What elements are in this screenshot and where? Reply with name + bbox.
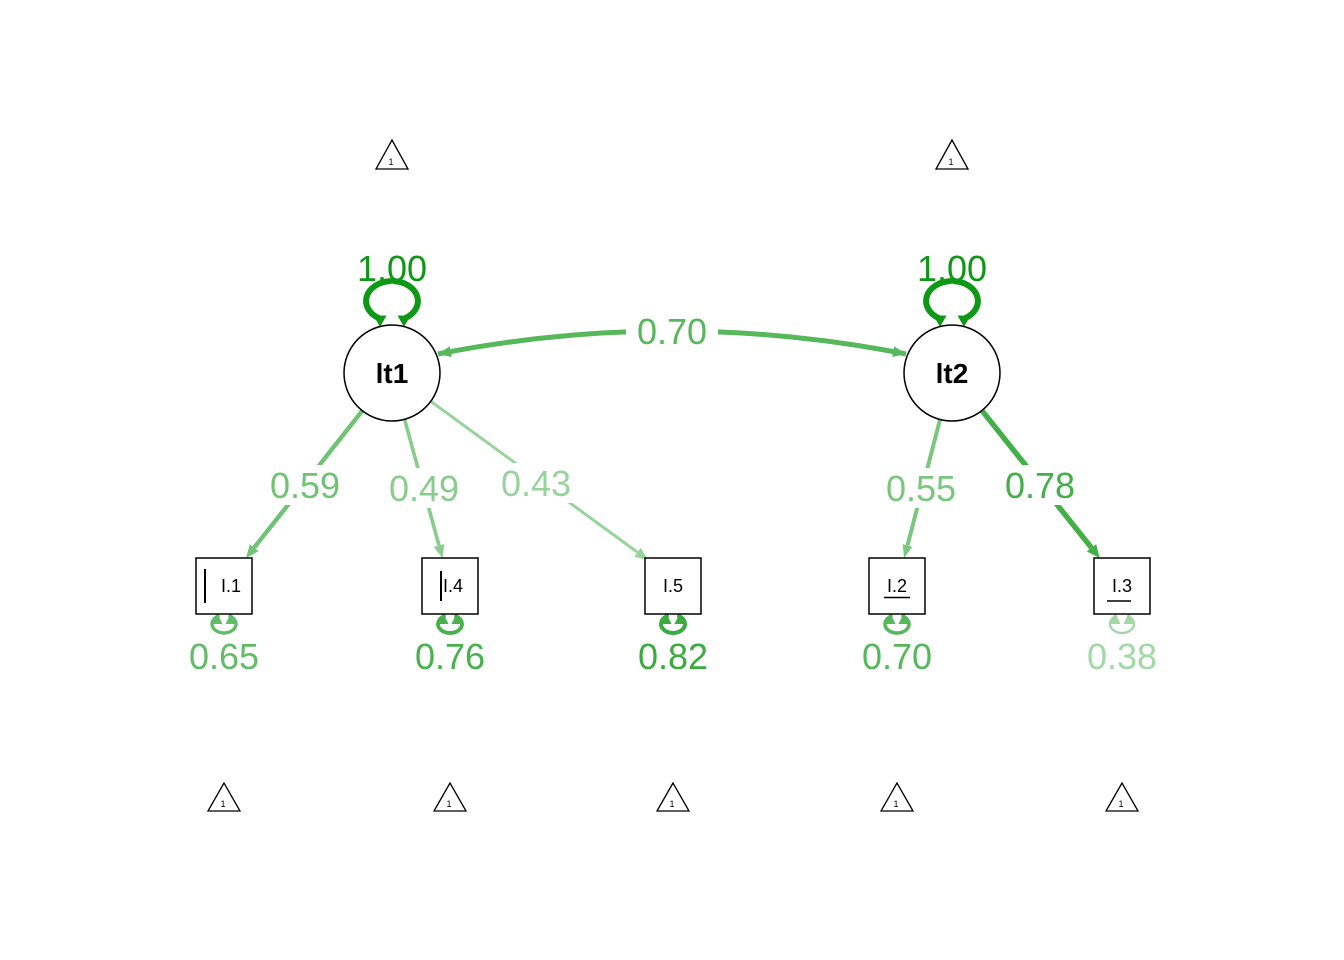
variance-label-lt1: 1.00 (357, 248, 427, 289)
intercept-triangle-I3 (1104, 781, 1140, 812)
latent-label-lt1: lt1 (376, 358, 409, 389)
loading-label-lt1-I1: 0.59 (270, 465, 340, 506)
variance-label-lt2: 1.00 (917, 248, 987, 289)
intercept-triangle-I4 (432, 781, 468, 812)
variance-loop-lt1-right (391, 278, 421, 322)
loading-arrowhead-lt1-I1 (246, 544, 259, 558)
loading-label-bg-lt2-I3 (994, 465, 1086, 505)
intercept-one-lt1: 1 (388, 157, 393, 167)
residual-label-I2: 0.70 (862, 636, 932, 677)
residual-arrowhead-I3-right (1123, 613, 1135, 624)
manifest-node-I2 (868, 557, 926, 615)
covariance-arrowhead-right (892, 346, 906, 357)
intercept-triangle-lt2 (934, 138, 970, 170)
loading-label-lt1-I5: 0.43 (501, 463, 571, 504)
intercept-one-I3: 1 (1118, 799, 1123, 809)
loading-label-bg-lt1-I5 (490, 463, 582, 503)
manifest-node-I3 (1093, 557, 1151, 615)
manifest-label-I2: I.2 (887, 576, 907, 596)
loading-arrowhead-lt1-I4 (433, 544, 445, 558)
latent-label-lt2: lt2 (936, 358, 969, 389)
residual-loop-I4 (436, 614, 464, 635)
loading-label-lt2-I2: 0.55 (886, 468, 956, 509)
residual-label-I4: 0.76 (415, 636, 485, 677)
loading-label-bg-lt1-I1 (259, 465, 351, 505)
variance-arrowhead-lt2-left (933, 315, 947, 327)
intercept-triangle-I1 (206, 781, 242, 812)
residual-loop-I2 (883, 614, 911, 635)
variance-arrowhead-lt2-right (957, 315, 971, 327)
loading-label-bg-lt2-I2 (875, 468, 967, 508)
variance-arrowhead-lt1-right (397, 315, 411, 327)
manifest-label-I5: I.5 (663, 576, 683, 596)
residual-arrowhead-I1-right (225, 613, 237, 624)
variance-arrowhead-lt1-left (373, 315, 387, 327)
residual-loop-I5 (659, 614, 687, 635)
residual-arrowhead-I5-right (674, 613, 686, 624)
loading-arrowhead-lt2-I2 (902, 544, 913, 558)
residual-loop-I3 (1108, 615, 1136, 635)
manifest-node-I5 (644, 557, 702, 615)
residual-arrowhead-I2-left (884, 613, 896, 624)
residual-loop-I1 (210, 614, 238, 635)
intercept-one-I4: 1 (446, 799, 451, 809)
residual-label-I3: 0.38 (1087, 636, 1157, 677)
covariance-arrowhead-left (438, 346, 452, 357)
intercept-one-lt2: 1 (948, 157, 953, 167)
residual-arrowhead-I4-left (437, 613, 449, 624)
covariance-label: 0.70 (637, 311, 707, 352)
latent-node-lt2 (903, 324, 1001, 422)
residual-arrowhead-I5-left (660, 613, 672, 624)
intercept-triangle-I2 (879, 781, 915, 812)
residual-arrowhead-I3-left (1109, 613, 1121, 624)
latent-node-lt1 (343, 324, 441, 422)
residual-arrowhead-I2-right (898, 613, 910, 624)
intercept-one-I5: 1 (669, 799, 674, 809)
residual-arrowhead-I1-left (211, 613, 223, 624)
loading-arrowhead-lt2-I3 (1086, 544, 1100, 558)
loading-arrowhead-lt1-I5 (634, 547, 648, 560)
residual-arrowhead-I4-right (451, 613, 463, 624)
manifest-label-I1: I.1 (221, 576, 241, 596)
residual-label-I5: 0.82 (638, 636, 708, 677)
residual-label-I1: 0.65 (189, 636, 259, 677)
edge-labels: 0.70 1.00 1.00 0.59 0.49 0.43 0.55 0.78 … (189, 248, 1157, 677)
variance-loop-lt2-left (923, 278, 953, 322)
variance-loop-lt1-left (363, 278, 393, 322)
covariance-label-bg (626, 311, 718, 351)
intercept-triangle-lt1 (374, 138, 410, 170)
manifest-node-I4 (421, 557, 479, 615)
loading-label-lt1-I4: 0.49 (389, 468, 459, 509)
variance-loop-lt2-right (951, 278, 981, 322)
intercept-triangle-I5 (655, 781, 691, 812)
nodes: lt1 lt2 I.1 I.4 I.5 I.2 I.3 1 1 1 1 1 1 (195, 138, 1151, 812)
intercept-one-I1: 1 (220, 799, 225, 809)
loading-label-lt2-I3: 0.78 (1005, 465, 1075, 506)
loading-label-bg-lt1-I4 (378, 468, 470, 508)
manifest-label-I4: I.4 (443, 576, 463, 596)
intercept-one-I2: 1 (893, 799, 898, 809)
manifest-label-I3: I.3 (1112, 576, 1132, 596)
